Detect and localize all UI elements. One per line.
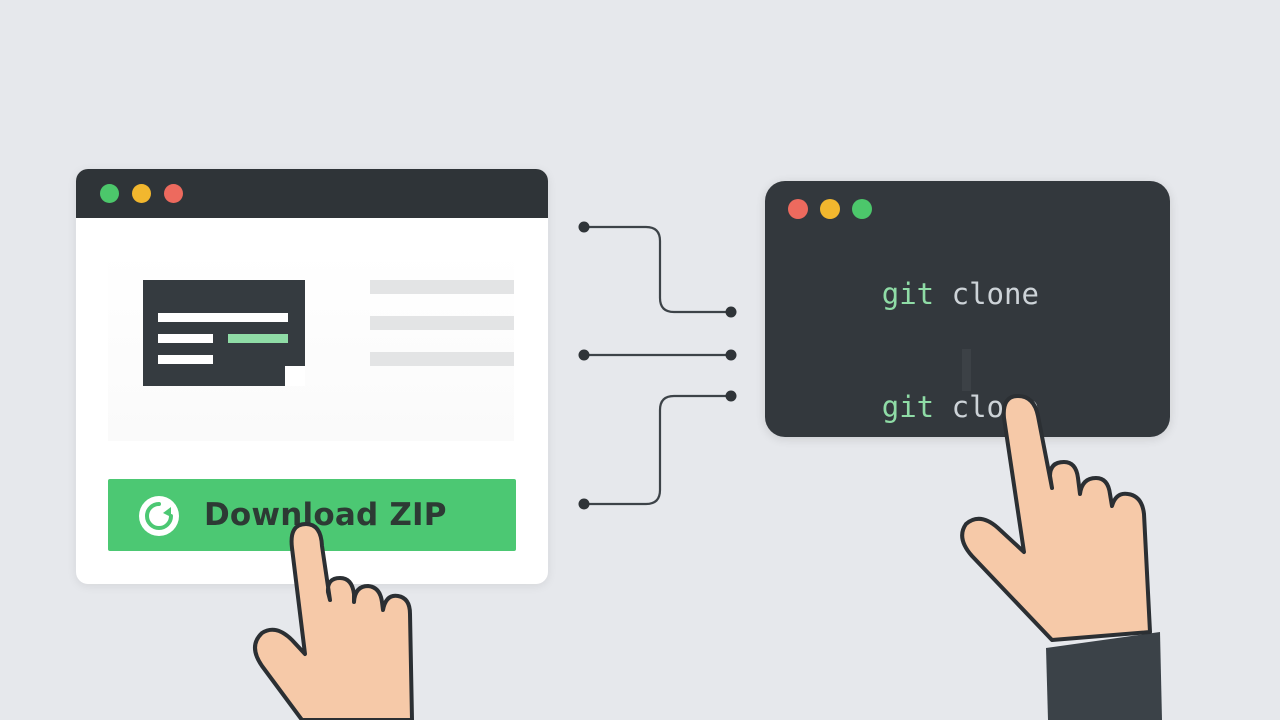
connector-node (725, 390, 737, 402)
browser-window: Download ZIP (76, 169, 548, 584)
window-dot-red[interactable] (788, 199, 808, 219)
document-line (158, 313, 288, 322)
placeholder-text-line (370, 352, 514, 366)
hand-icon (960, 394, 1152, 642)
connector-line (584, 394, 731, 506)
download-zip-label: Download ZIP (204, 497, 447, 533)
window-dot-red[interactable] (164, 184, 183, 203)
refresh-icon (139, 496, 179, 536)
window-dot-yellow[interactable] (132, 184, 151, 203)
terminal-line-1: git clone (777, 243, 1039, 345)
document-corner-notch (285, 366, 305, 386)
document-highlight-line (228, 334, 288, 343)
placeholder-text-line (370, 280, 514, 294)
terminal-cursor (962, 349, 971, 391)
terminal-command: git (881, 390, 935, 424)
terminal-command: git (881, 277, 935, 311)
connector-node (725, 349, 737, 361)
document-card (143, 280, 305, 386)
terminal-window: git clone git clone (765, 181, 1170, 437)
connector-node (725, 306, 737, 318)
terminal-argument: clone (951, 277, 1039, 311)
window-dot-green[interactable] (100, 184, 119, 203)
browser-title-bar (76, 169, 548, 218)
hand-icon (253, 522, 414, 720)
document-line (158, 355, 213, 364)
connector-node (578, 349, 590, 361)
document-line (158, 334, 213, 343)
window-dot-yellow[interactable] (820, 199, 840, 219)
sleeve (1046, 632, 1162, 720)
connector-node (578, 221, 590, 233)
placeholder-text-line (370, 316, 514, 330)
connector-node (578, 498, 590, 510)
window-dot-green[interactable] (852, 199, 872, 219)
connector-line (584, 225, 731, 314)
